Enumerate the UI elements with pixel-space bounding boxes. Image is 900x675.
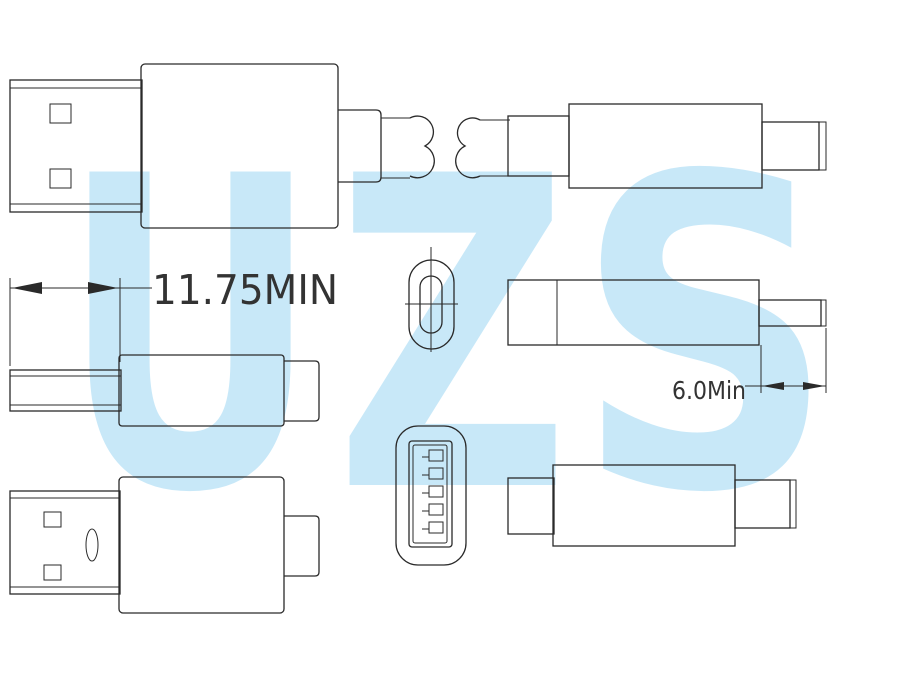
arrowhead-right-icon <box>88 282 118 294</box>
logo-mark-icon <box>85 528 99 562</box>
arrowhead-right-icon <box>803 382 825 390</box>
usb-a-plug-top <box>9 63 435 229</box>
arrowhead-left-icon <box>12 282 42 294</box>
contact-pin-icon <box>428 503 444 516</box>
usb-c-plug-bottom <box>507 464 797 547</box>
overmold-body <box>118 476 285 614</box>
dimension-insertion-length: 11.75MIN <box>9 266 338 366</box>
usb-a-window-icon <box>43 511 62 528</box>
strain-relief <box>338 109 382 183</box>
uzs-watermark: U Z S <box>60 87 835 587</box>
usb-c-cable-top <box>455 103 827 189</box>
contact-pin-icon <box>428 485 444 498</box>
usb-a-window-icon <box>49 103 72 124</box>
dimension-label-6-0: 6.0Min <box>672 376 746 405</box>
watermark-letter-u: U <box>60 87 320 587</box>
overmold-body <box>140 63 339 229</box>
contact-pin-icon <box>428 521 444 534</box>
strain-relief <box>507 477 555 535</box>
usb-a-shell <box>9 369 122 412</box>
dimension-label-11-75: 11.75MIN <box>152 266 338 314</box>
usb-a-front-face <box>395 425 467 566</box>
usb-a-shell <box>9 490 121 595</box>
usb-a-window-icon <box>43 564 62 581</box>
arrowhead-left-icon <box>762 382 784 390</box>
usb-a-window-icon <box>49 168 72 189</box>
usb-c-plug-side: 6.0Min <box>507 279 827 405</box>
usb-c-front-view <box>405 247 458 352</box>
strain-relief <box>284 360 320 422</box>
usb-a-plug-side <box>9 354 320 427</box>
cable-break-left <box>409 115 435 179</box>
contact-pin-icon <box>428 467 444 480</box>
usb-a-plug-bottom <box>9 476 320 614</box>
cable-break-right <box>455 117 481 179</box>
overmold-body <box>118 354 285 427</box>
contact-pin-icon <box>428 449 444 462</box>
strain-relief <box>284 515 320 577</box>
